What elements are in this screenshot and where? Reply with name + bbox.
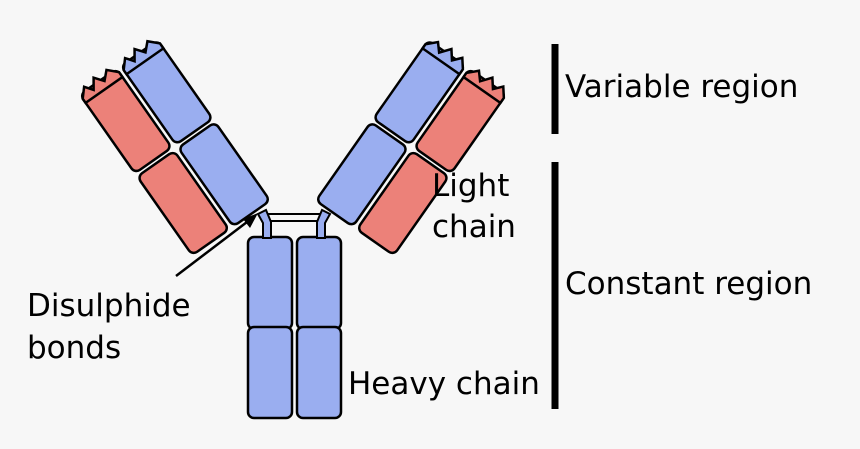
hinge-region [256,208,332,239]
hinge-left [256,208,272,239]
right-heavy-tip [420,40,465,76]
heavy-chain-left-ch2 [246,235,294,331]
heavy-chain-right-ch3 [295,325,343,420]
right-heavy-chain-ch1 [317,123,407,226]
disulphide-label-line1: Disulphide [27,288,191,324]
heavy-chain-fc [246,235,343,420]
heavy-chain-label: Heavy chain [348,366,540,402]
hinge-right [316,208,332,239]
left-heavy-chain-ch1 [179,123,269,226]
left-fab-arm [80,39,269,255]
light-chain-label-line2: chain [432,209,516,245]
disulphide-bond [267,213,323,222]
light-chain-label-line1: Light [432,168,509,204]
left-light-chain-constant [138,151,229,255]
disulphide-arrow [175,213,258,277]
right-light-chain-constant [357,151,448,255]
variable-region-label: Variable region [565,69,798,105]
constant-region-label: Constant region [565,266,812,302]
left-heavy-tip [122,39,166,76]
heavy-chain-right-ch2 [295,235,343,331]
right-light-tip [461,69,506,105]
heavy-chain-left-ch3 [246,325,294,420]
left-light-tip [81,68,125,105]
disulphide-label-line2: bonds [27,330,121,366]
right-fab-arm [317,40,506,255]
